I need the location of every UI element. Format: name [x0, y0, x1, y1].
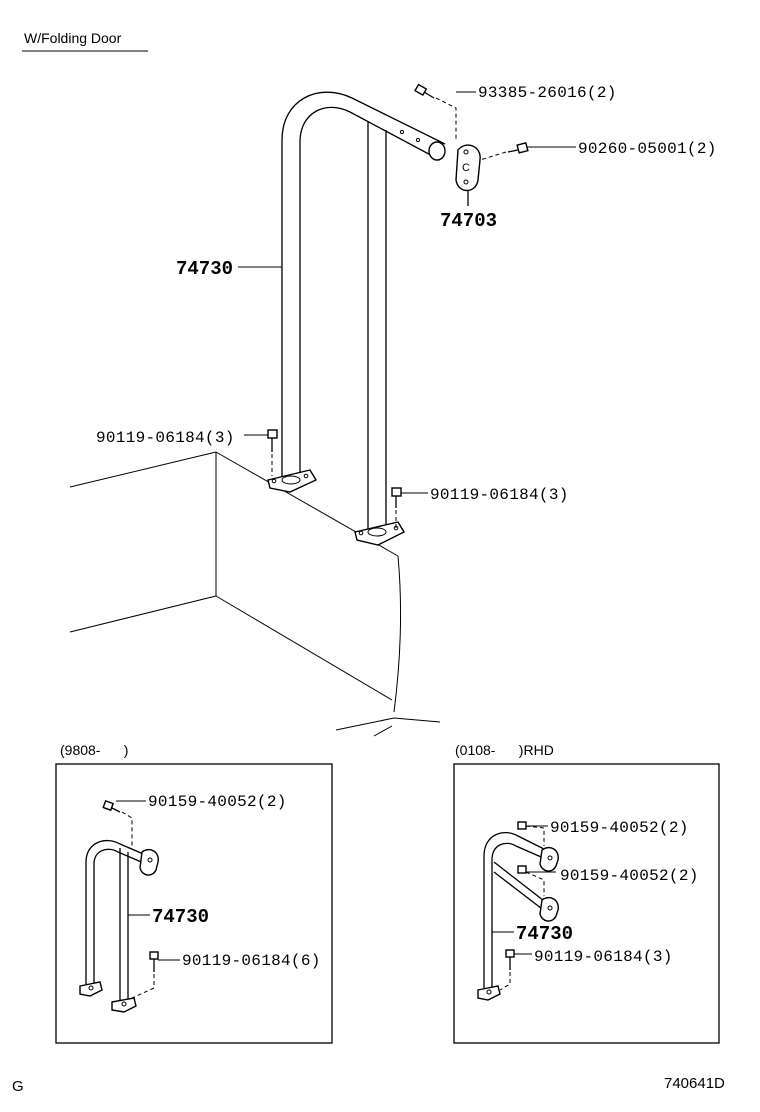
inset-left-handrail	[79, 839, 159, 1013]
label-bolt-base-left: 90119-06184(3)	[96, 429, 235, 447]
header-title: W/Folding Door	[24, 30, 122, 46]
inset-left-caption: (9808- )	[60, 742, 128, 758]
bracket-74703: C	[455, 144, 481, 206]
inset-left-label-a: 90159-40052(2)	[148, 793, 287, 811]
label-bracket: 74703	[440, 210, 497, 232]
inset-right-caption: (0108- )RHD	[455, 742, 554, 758]
label-bolt-base-right: 90119-06184(3)	[430, 486, 569, 504]
handrail-74730	[267, 91, 446, 546]
inset-right-frame	[453, 763, 720, 1044]
inset-right-bolt-c-icon	[499, 949, 532, 991]
inset-right-bolt-a-icon	[517, 821, 548, 846]
label-bolt-top: 93385-26016(2)	[478, 84, 617, 102]
main-illustration: C	[69, 83, 717, 737]
inset-left-bolt-a-icon	[102, 799, 146, 846]
svg-text:C: C	[462, 162, 470, 174]
inset-left-frame	[55, 763, 333, 1044]
label-bolt-side: 90260-05001(2)	[578, 140, 717, 158]
bolt-top-icon	[414, 83, 457, 140]
inset-right-label-handrail: 74730	[516, 923, 573, 945]
inset-right-handrail	[477, 832, 559, 1001]
inset-left: (9808- ) 90159-40052(2)	[55, 742, 333, 1044]
bolt-base-right-icon	[391, 487, 428, 528]
footer-left: G	[12, 1078, 24, 1095]
inset-right-bolt-b-icon	[517, 865, 556, 896]
inset-right-label-a: 90159-40052(2)	[550, 819, 689, 837]
vehicle-step-body	[69, 451, 441, 737]
footer-code: 740641D	[664, 1075, 725, 1092]
bolt-base-left-icon	[244, 429, 278, 476]
bolt-side-icon	[479, 141, 576, 161]
inset-right-label-b: 90159-40052(2)	[560, 867, 699, 885]
label-handrail: 74730	[176, 258, 233, 280]
inset-left-label-b: 90119-06184(6)	[182, 952, 321, 970]
inset-left-bolt-b-icon	[131, 951, 180, 999]
inset-right-label-c: 90119-06184(3)	[534, 948, 673, 966]
inset-right: (0108- )RHD	[453, 742, 720, 1044]
inset-left-label-handrail: 74730	[152, 906, 209, 928]
